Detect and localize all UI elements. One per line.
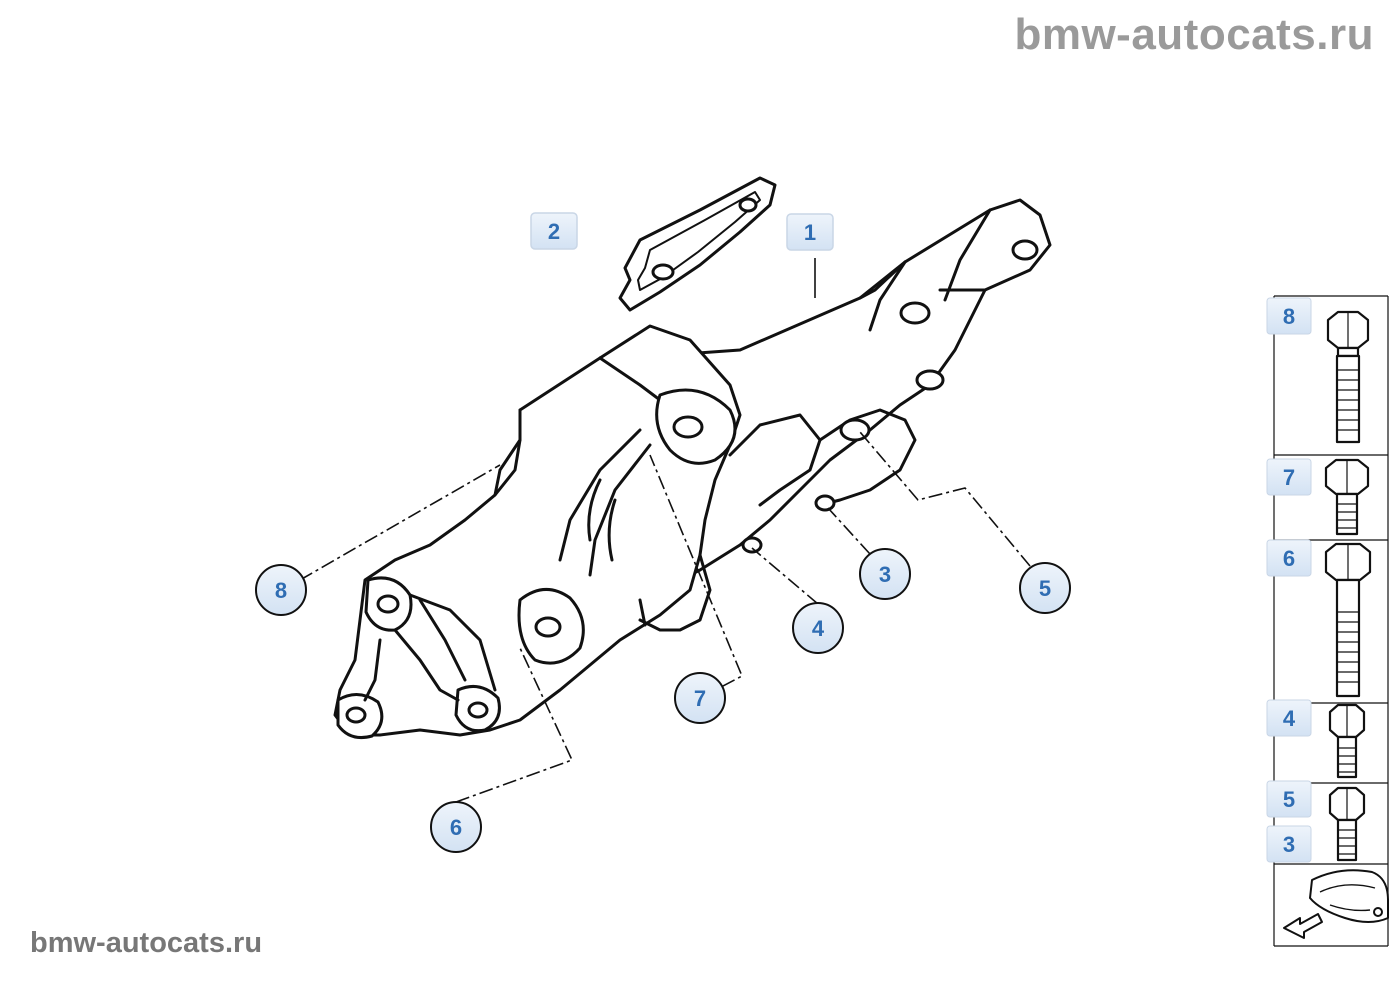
- callout-2[interactable]: 2: [530, 212, 578, 250]
- panel-item-5[interactable]: 5: [1266, 780, 1312, 818]
- panel-item-4-label: 4: [1283, 706, 1296, 731]
- panel-item-4[interactable]: 4: [1266, 699, 1312, 737]
- callout-7[interactable]: 7: [674, 672, 726, 724]
- callout-6-label: 6: [450, 815, 462, 840]
- car-front-arrow-icon[interactable]: [1283, 869, 1389, 939]
- callout-6[interactable]: 6: [430, 801, 482, 853]
- panel-item-8-label: 8: [1283, 304, 1295, 329]
- bolt-4-icon: [1328, 703, 1366, 779]
- callout-5[interactable]: 5: [1019, 562, 1071, 614]
- bolt-6-icon: [1324, 542, 1372, 698]
- watermark-top: bmw-autocats.ru: [1014, 10, 1374, 59]
- callout-7-label: 7: [694, 686, 706, 711]
- panel-item-7-label: 7: [1283, 465, 1295, 490]
- callout-4-label: 4: [812, 616, 825, 641]
- panel-item-3[interactable]: 3: [1266, 825, 1312, 863]
- callout-1-label: 1: [804, 220, 816, 245]
- watermark-bottom: bmw-autocats.ru: [30, 927, 263, 959]
- callout-5-label: 5: [1039, 576, 1051, 601]
- callout-4[interactable]: 4: [792, 602, 844, 654]
- panel-item-7[interactable]: 7: [1266, 458, 1312, 496]
- callout-3-label: 3: [879, 562, 891, 587]
- bolt-5-3-icon: [1328, 786, 1366, 862]
- gasket-drawing: [618, 176, 777, 312]
- panel-item-8[interactable]: 8: [1266, 297, 1312, 335]
- bolt-7-icon: [1324, 458, 1370, 536]
- callout-1[interactable]: 1: [786, 213, 834, 251]
- callout-8-label: 8: [275, 578, 287, 603]
- panel-item-5-label: 5: [1283, 787, 1295, 812]
- callout-8[interactable]: 8: [255, 564, 307, 616]
- leader-lines: [299, 258, 1031, 803]
- callout-3[interactable]: 3: [859, 548, 911, 600]
- parts-panel: 8 7 6 4 5 3: [1266, 295, 1389, 947]
- engine-bracket-drawing: [333, 198, 1052, 740]
- panel-item-6[interactable]: 6: [1266, 539, 1312, 577]
- panel-item-6-label: 6: [1283, 546, 1295, 571]
- callout-2-label: 2: [548, 219, 560, 244]
- panel-item-3-label: 3: [1283, 832, 1295, 857]
- bolt-8-icon: [1326, 310, 1370, 444]
